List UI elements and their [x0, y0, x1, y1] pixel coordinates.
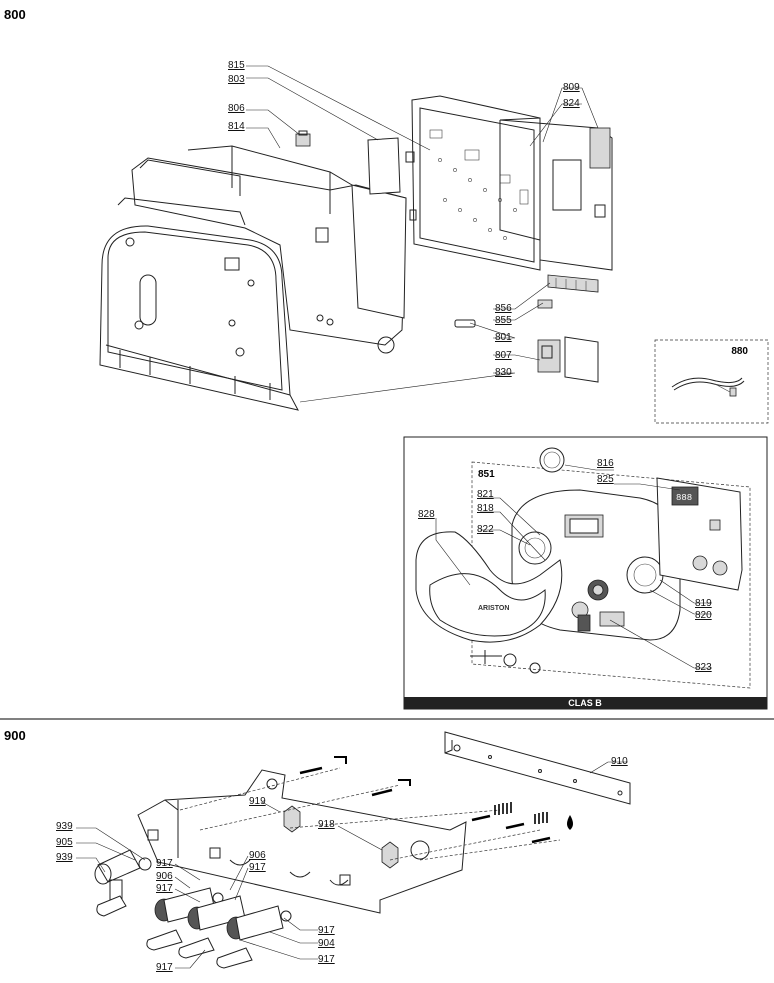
leader-lines-900 [76, 761, 628, 969]
nut-918 [381, 841, 399, 869]
nut-919 [283, 805, 301, 833]
box-880-cable: 880 [654, 339, 769, 424]
group-851-label: 851 [478, 469, 495, 480]
label-820: 820 [695, 610, 712, 621]
control-pcb-assembly [405, 95, 541, 271]
label-904: 904 [318, 938, 335, 949]
pcb-display-digits: 888 [676, 493, 692, 503]
label-918: 918 [318, 819, 335, 830]
label-819: 819 [695, 598, 712, 609]
label-824: 824 [563, 98, 580, 109]
leader-lines-clas [435, 464, 712, 669]
label-917-d: 917 [318, 925, 335, 936]
valve-left-939 [94, 849, 152, 917]
radiator-icon [494, 802, 548, 824]
clas-b-panel: CLAS B 851 888 ARISTON [403, 436, 768, 710]
label-822: 822 [477, 524, 494, 535]
label-910: 910 [611, 756, 628, 767]
water-drop-icon [567, 815, 573, 830]
label-917-b: 917 [156, 883, 173, 894]
tap-icon [334, 756, 411, 786]
label-917-e: 917 [318, 954, 335, 965]
fuse-801 [454, 319, 476, 328]
label-830: 830 [495, 367, 512, 378]
mounting-rail-910 [444, 731, 631, 805]
label-939-bottom: 939 [56, 852, 73, 863]
sensor-part-806 [295, 130, 311, 147]
label-806: 806 [228, 103, 245, 114]
box-880-title: 880 [731, 346, 748, 357]
label-815: 815 [228, 60, 245, 71]
label-818: 818 [477, 503, 494, 514]
label-825: 825 [597, 474, 614, 485]
label-828: 828 [418, 509, 435, 520]
connection-bracket [137, 769, 467, 914]
label-855: 855 [495, 315, 512, 326]
label-919: 919 [249, 796, 266, 807]
leader-lines-800 [246, 65, 599, 403]
label-814: 814 [228, 121, 245, 132]
label-823: 823 [695, 662, 712, 673]
label-917-a: 917 [156, 858, 173, 869]
label-939-top: 939 [56, 821, 73, 832]
label-803: 803 [228, 74, 245, 85]
bracket-807 [537, 336, 599, 383]
clas-b-footer: CLAS B [568, 698, 602, 708]
connector-856 [537, 274, 599, 309]
label-905: 905 [56, 837, 73, 848]
label-856: 856 [495, 303, 512, 314]
valve-3 [216, 905, 292, 969]
label-917-f: 917 [156, 962, 173, 973]
label-801: 801 [495, 332, 512, 343]
label-906-a: 906 [156, 871, 173, 882]
valve-1 [146, 887, 224, 951]
label-917-c: 917 [249, 862, 266, 873]
flow-arrows [299, 766, 551, 844]
label-809: 809 [563, 82, 580, 93]
label-906-b: 906 [249, 850, 266, 861]
label-816: 816 [597, 458, 614, 469]
label-807: 807 [495, 350, 512, 361]
section-800-heading: 800 [4, 7, 26, 22]
boiler-casing-assembly [99, 137, 407, 411]
flow-dashlines [179, 767, 561, 861]
brand-text: ARISTON [478, 605, 509, 612]
label-821: 821 [477, 489, 494, 500]
section-900-heading: 900 [4, 728, 26, 743]
